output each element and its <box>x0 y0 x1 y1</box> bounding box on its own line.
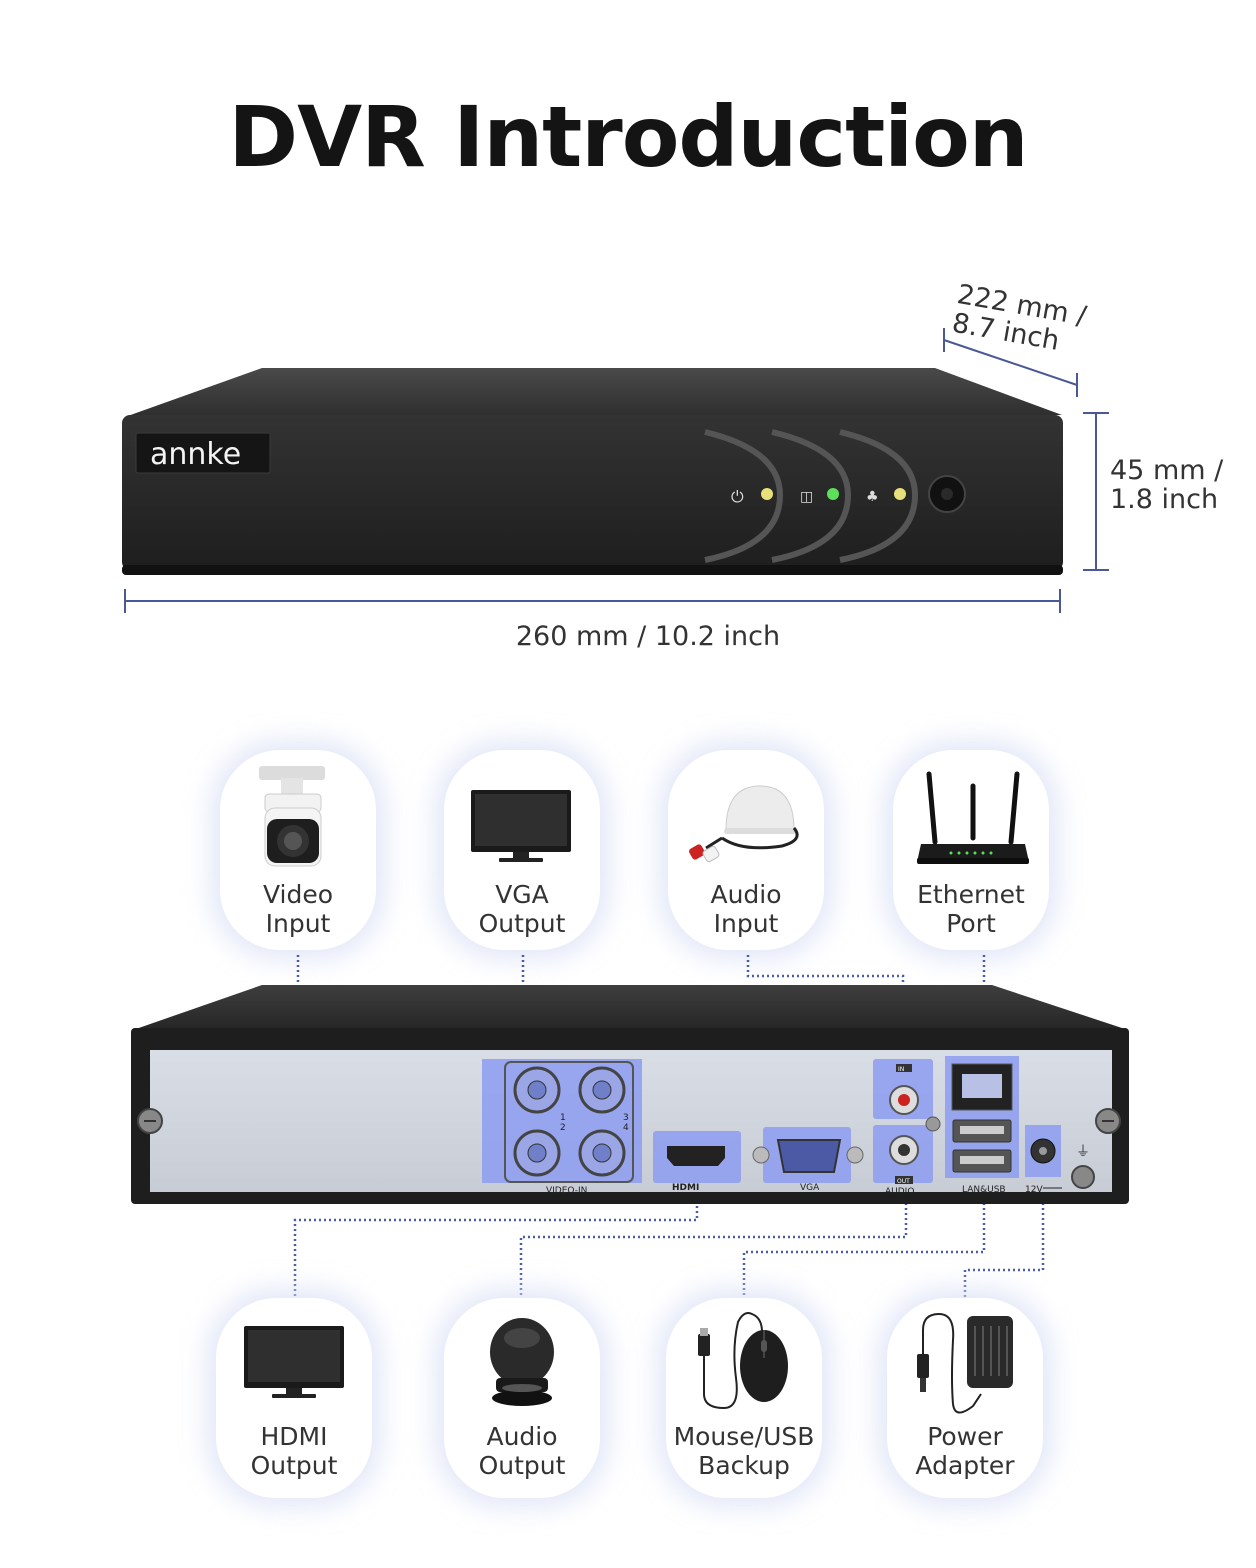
depth-dimension-line <box>943 339 1078 386</box>
led-hdd <box>827 488 839 500</box>
power-label: 12V <box>1025 1185 1043 1195</box>
front-swoosh <box>704 429 784 563</box>
monitor-icon <box>244 1326 344 1398</box>
hdd-status-icon: ◫ <box>800 489 813 505</box>
dvr-front-view: annke ⏻ ◫ ♣ <box>122 328 1109 613</box>
bnc-connectors <box>513 1066 626 1177</box>
microphone-icon <box>689 785 799 863</box>
hdmi-label: HDMI <box>672 1183 699 1193</box>
speaker-icon <box>490 1318 554 1406</box>
svg-text:3: 3 <box>623 1113 629 1123</box>
dvr-top-surface <box>125 368 1062 417</box>
video-in-label: VIDEO-IN <box>546 1186 587 1196</box>
line-audio-input <box>746 955 905 1060</box>
camera-icon <box>259 766 325 867</box>
svg-text:4: 4 <box>623 1123 629 1133</box>
height-inch: 1.8 inch <box>1110 484 1219 515</box>
line-usb-backup <box>742 1198 986 1300</box>
dvr-rear-view: 1 2 3 4 VIDEO-IN HDMI VGA IN OUT AUDIO L… <box>131 985 1129 1204</box>
svg-text:2: 2 <box>560 1123 566 1133</box>
line-audio-output <box>519 1198 908 1300</box>
ground-icon: ⏚ <box>1076 1144 1090 1160</box>
hdmi-port <box>667 1146 725 1166</box>
page-title: DVR Introduction <box>228 88 1028 186</box>
audio-out-port <box>898 1144 910 1156</box>
svg-text:OUT: OUT <box>897 1178 910 1185</box>
front-swoosh <box>839 429 919 563</box>
audio-label: AUDIO <box>885 1187 914 1197</box>
svg-text:IN: IN <box>898 1066 904 1073</box>
line-power-adapter <box>963 1188 1045 1300</box>
brand-logo: annke <box>150 437 241 472</box>
height-dimension-label: 45 mm / 1.8 inch <box>1110 456 1223 514</box>
vga-label: VGA <box>800 1183 820 1193</box>
ground-screw <box>1071 1165 1095 1189</box>
width-dimension-label: 260 mm / 10.2 inch <box>515 621 781 652</box>
led-network <box>894 488 906 500</box>
svg-text:1: 1 <box>560 1113 566 1123</box>
power-adapter-icon <box>917 1312 1013 1414</box>
audio-in-port <box>898 1094 910 1106</box>
router-icon <box>917 771 1029 864</box>
dvr-rear-top <box>133 985 1128 1030</box>
led-power <box>761 488 773 500</box>
brand-logo-box <box>135 432 271 474</box>
height-mm: 45 mm / <box>1110 455 1224 486</box>
power-status-icon: ⏻ <box>731 487 744 506</box>
monitor-icon <box>471 790 571 862</box>
mouse-icon <box>698 1312 788 1410</box>
front-swoosh <box>771 429 852 563</box>
power-port <box>1039 1147 1047 1155</box>
network-status-icon: ♣ <box>866 489 879 505</box>
lan-usb-label: LAN&USB <box>962 1185 1006 1195</box>
vga-port <box>776 1139 842 1173</box>
